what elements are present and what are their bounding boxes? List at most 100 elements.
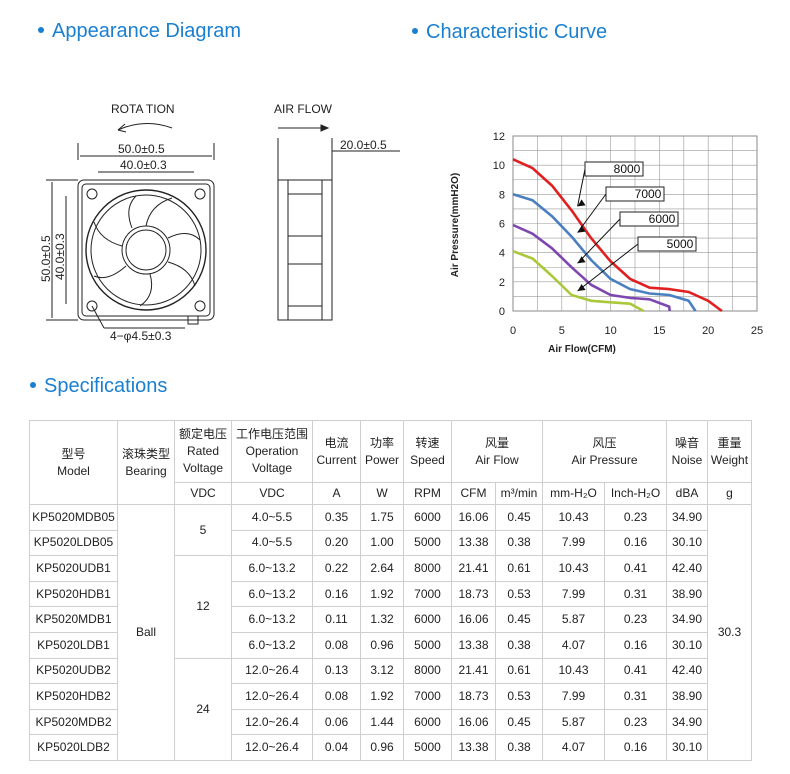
- mount-hole: [194, 300, 206, 312]
- header-cn: 风压: [592, 435, 617, 450]
- legend-leader: [577, 243, 639, 292]
- table-cell: KP5020LDB05: [29, 529, 118, 557]
- appearance-heading: Appearance Diagram: [38, 20, 241, 43]
- x-tick-label: 10: [604, 325, 616, 337]
- legend-label-5000: 5000: [667, 237, 694, 251]
- unit-cell: mm-H₂O: [542, 482, 605, 505]
- table-cell: 0.06: [312, 708, 361, 736]
- unit-cell: g: [707, 482, 752, 505]
- table-cell: 0.16: [604, 529, 667, 557]
- legend-box: [605, 186, 665, 202]
- header-en: Air Flow: [475, 452, 519, 467]
- table-cell: KP5020UDB2: [29, 657, 118, 685]
- table-cell: KP5020LDB1: [29, 631, 118, 659]
- table-cell: 6.0~13.2: [231, 555, 313, 582]
- table-cell: 30.10: [666, 631, 708, 659]
- x-tick-label: 20: [702, 325, 714, 337]
- dim-inner-v: 40.0±0.3: [53, 233, 67, 280]
- table-cell: 10.43: [542, 555, 605, 582]
- table-cell: 0.08: [312, 631, 361, 659]
- header-cn: 转速: [415, 435, 440, 450]
- table-cell: 4.07: [542, 734, 605, 761]
- table-cell: 0.61: [495, 657, 543, 685]
- table-cell: 6.0~13.2: [231, 580, 313, 608]
- legend-arrow-icon: [577, 199, 586, 207]
- table-cell: 0.23: [604, 606, 667, 633]
- dim-hole: 4−φ4.5±0.3: [110, 329, 172, 343]
- table-cell: 13.38: [451, 734, 496, 761]
- y-tick-label: 12: [493, 131, 505, 143]
- header-cn: 重量: [717, 435, 742, 450]
- y-tick-label: 0: [499, 306, 505, 318]
- table-cell: 0.53: [495, 580, 543, 608]
- table-cell: 38.90: [666, 683, 708, 710]
- table-cell: 0.45: [495, 708, 543, 736]
- table-cell: 8000: [403, 657, 452, 685]
- table-cell: KP5020MDB1: [29, 606, 118, 633]
- fan-side-view: [277, 179, 333, 321]
- table-cell: 42.40: [666, 555, 708, 582]
- header-cn: 额定电压: [178, 427, 227, 441]
- legend-leader: [577, 168, 586, 207]
- unit-cell: CFM: [451, 482, 496, 505]
- table-cell: 0.38: [495, 631, 543, 659]
- table-cell: 12.0~26.4: [231, 657, 313, 685]
- table-cell: 0.22: [312, 555, 361, 582]
- legend-arrow-icon: [577, 283, 586, 291]
- x-tick-label: 0: [510, 325, 516, 337]
- table-cell: 7.99: [542, 683, 605, 710]
- header-en: Rated Voltage: [182, 444, 224, 475]
- table-cell: 0.16: [312, 580, 361, 608]
- table-cell: KP5020MDB2: [29, 708, 118, 736]
- table-cell: 6000: [403, 504, 452, 531]
- table-cell: KP5020MDB05: [29, 504, 118, 531]
- table-cell: 6.0~13.2: [231, 606, 313, 633]
- table-cell: KP5020HDB2: [29, 683, 118, 710]
- table-cell: 0.08: [312, 683, 361, 710]
- table-cell: 13.38: [451, 529, 496, 557]
- table-cell: 0.35: [312, 504, 361, 531]
- table-cell: 12: [174, 555, 232, 659]
- table-cell: 0.20: [312, 529, 361, 557]
- table-cell: 24: [174, 657, 232, 761]
- dim-depth: 20.0±0.5: [340, 138, 387, 152]
- header-en: Air Pressure: [571, 452, 638, 467]
- table-cell: 5.87: [542, 708, 605, 736]
- table-cell: 5000: [403, 631, 452, 659]
- table-cell: 21.41: [451, 657, 496, 685]
- table-cell: 8000: [403, 555, 452, 582]
- series-line-7000: [512, 193, 697, 312]
- rotation-label: ROTA TION: [111, 102, 175, 116]
- table-cell: 7000: [403, 580, 452, 608]
- table-cell: 16.06: [451, 708, 496, 736]
- table-cell: 18.73: [451, 683, 496, 710]
- table-cell: 2.64: [360, 555, 404, 582]
- table-cell: 12.0~26.4: [231, 708, 313, 736]
- table-cell: 0.96: [360, 734, 404, 761]
- table-cell: 0.45: [495, 504, 543, 531]
- header-cn: 工作电压范围: [235, 427, 308, 441]
- legend-box: [637, 236, 697, 252]
- header-en: Bearing: [125, 463, 167, 478]
- fan-ring: [85, 189, 207, 311]
- unit-cell: Inch-H₂O: [604, 482, 667, 505]
- dim-outer-h: 50.0±0.5: [118, 142, 165, 156]
- table-cell: 0.23: [604, 504, 667, 531]
- table-cell: 30.10: [666, 734, 708, 761]
- table-cell: 0.38: [495, 529, 543, 557]
- table-cell: 7.99: [542, 529, 605, 557]
- table-cell: 0.45: [495, 606, 543, 633]
- table-cell: 12.0~26.4: [231, 683, 313, 710]
- header-en: Speed: [410, 452, 445, 467]
